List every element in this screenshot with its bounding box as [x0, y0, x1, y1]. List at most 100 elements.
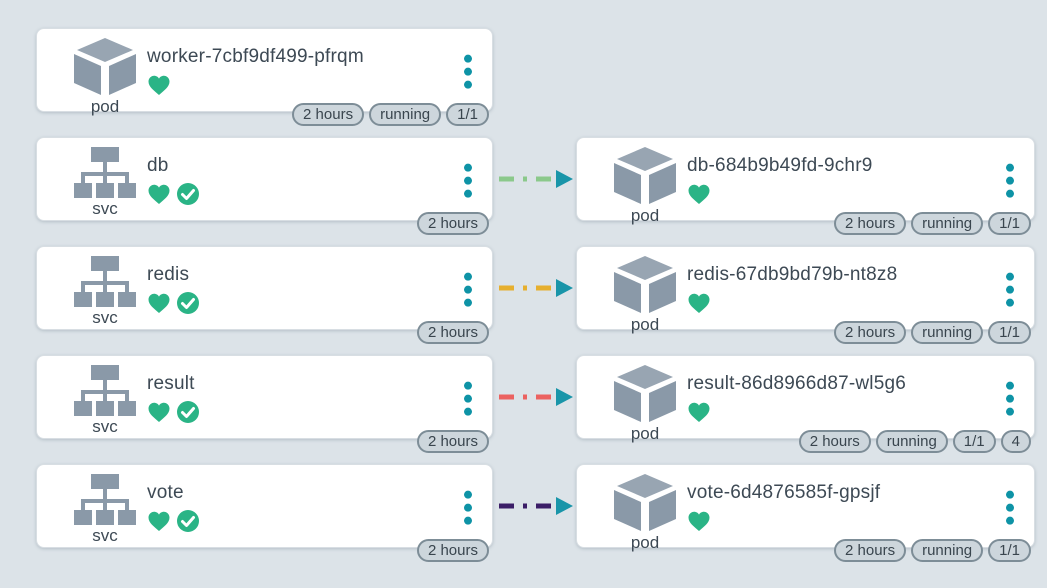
kebab-menu-button[interactable] — [1002, 160, 1018, 202]
resource-kind-label: pod — [630, 533, 660, 552]
resource-kind-label: pod — [630, 424, 660, 443]
restart-count-badge: 4 — [1000, 430, 1031, 453]
resource-title: result-86d8966d87-wl5g6 — [687, 373, 907, 394]
status-badge: running — [911, 321, 984, 344]
resource-title: result — [147, 373, 195, 394]
resource-icon-column: svc — [59, 256, 151, 327]
health-heart-icon — [148, 511, 170, 531]
card-content: result-86d8966d87-wl5g6 — [687, 373, 906, 424]
ready-check-icon — [176, 291, 200, 315]
service-icon — [74, 147, 136, 198]
card-content: vote-6d4876585f-gpsjf — [687, 482, 880, 533]
service-icon — [74, 365, 136, 416]
resource-kind-label: pod — [630, 315, 660, 334]
node-card-vote-svc[interactable]: svc vote 2 hours — [36, 464, 493, 562]
badge-row: 2 hours running 1/1 — [834, 539, 1031, 562]
edge-db-svc-to-pod — [499, 170, 573, 188]
node-card-result-svc[interactable]: svc result 2 hours — [36, 355, 493, 453]
node-card-db-pod[interactable]: pod db-684b9b49fd-9chr9 2 hours running … — [576, 137, 1035, 235]
service-icon — [74, 256, 136, 307]
edge-redis-svc-to-pod — [499, 279, 573, 297]
resource-kind-label: svc — [92, 417, 118, 436]
health-row — [147, 400, 200, 424]
ready-badge: 1/1 — [988, 321, 1031, 344]
age-badge: 2 hours — [416, 212, 489, 235]
pod-icon — [614, 256, 676, 313]
edge-vote-svc-to-pod — [499, 497, 573, 515]
badge-row: 2 hours — [416, 430, 489, 453]
resource-icon-column: pod — [599, 147, 691, 225]
status-badge: running — [911, 212, 984, 235]
node-card-worker-pod[interactable]: pod worker-7cbf9df499-pfrqm 2 hours runn… — [36, 28, 493, 126]
ready-check-icon — [176, 400, 200, 424]
card-content: worker-7cbf9df499-pfrqm — [147, 46, 364, 97]
ready-badge: 1/1 — [988, 212, 1031, 235]
age-badge: 2 hours — [834, 539, 907, 562]
node-card-redis-pod[interactable]: pod redis-67db9bd79b-nt8z8 2 hours runni… — [576, 246, 1035, 344]
kebab-menu-button[interactable] — [460, 51, 476, 93]
health-row — [687, 182, 873, 206]
health-heart-icon — [688, 511, 710, 531]
ready-badge: 1/1 — [446, 103, 489, 126]
status-badge: running — [369, 103, 442, 126]
card-content: db-684b9b49fd-9chr9 — [687, 155, 873, 206]
resource-kind-label: svc — [92, 199, 118, 218]
pod-icon — [74, 38, 136, 95]
card-content: vote — [147, 482, 200, 533]
resource-title: redis — [147, 264, 190, 285]
badge-row: 2 hours — [416, 212, 489, 235]
health-row — [147, 509, 200, 533]
resource-title: worker-7cbf9df499-pfrqm — [147, 46, 364, 67]
pod-icon — [614, 365, 676, 422]
resource-title: db — [147, 155, 169, 176]
arrowhead-icon — [556, 388, 573, 406]
resource-title: vote-6d4876585f-gpsjf — [687, 482, 881, 503]
node-card-redis-svc[interactable]: svc redis 2 hours — [36, 246, 493, 344]
age-badge: 2 hours — [834, 321, 907, 344]
resource-kind-label: svc — [92, 526, 118, 545]
resource-icon-column: svc — [59, 474, 151, 545]
resource-kind-label: pod — [630, 206, 660, 225]
health-heart-icon — [148, 402, 170, 422]
badge-row: 2 hours running 1/1 4 — [798, 430, 1031, 453]
resource-kind-label: svc — [92, 308, 118, 327]
ready-badge: 1/1 — [952, 430, 996, 453]
badge-row: 2 hours running 1/1 — [292, 103, 489, 126]
health-heart-icon — [688, 402, 710, 422]
node-card-db-svc[interactable]: svc db 2 hours — [36, 137, 493, 235]
badge-row: 2 hours — [416, 539, 489, 562]
resource-icon-column: pod — [599, 474, 691, 552]
resource-icon-column: svc — [59, 365, 151, 436]
resource-title: db-684b9b49fd-9chr9 — [687, 155, 873, 176]
age-badge: 2 hours — [798, 430, 871, 453]
card-content: redis-67db9bd79b-nt8z8 — [687, 264, 897, 315]
health-heart-icon — [148, 184, 170, 204]
kebab-menu-button[interactable] — [460, 378, 476, 420]
node-card-result-pod[interactable]: pod result-86d8966d87-wl5g6 2 hours runn… — [576, 355, 1035, 453]
badge-row: 2 hours running 1/1 — [834, 321, 1031, 344]
health-row — [147, 73, 364, 97]
ready-check-icon — [176, 509, 200, 533]
kebab-menu-button[interactable] — [1002, 487, 1018, 529]
kebab-menu-button[interactable] — [460, 487, 476, 529]
health-row — [147, 182, 200, 206]
resource-icon-column: pod — [59, 38, 151, 116]
kebab-menu-button[interactable] — [1002, 269, 1018, 311]
age-badge: 2 hours — [416, 430, 489, 453]
kebab-menu-button[interactable] — [460, 160, 476, 202]
health-row — [147, 291, 200, 315]
age-badge: 2 hours — [416, 539, 489, 562]
health-row — [687, 509, 880, 533]
kebab-menu-button[interactable] — [1002, 378, 1018, 420]
resource-title: redis-67db9bd79b-nt8z8 — [687, 264, 898, 285]
badge-row: 2 hours running 1/1 — [834, 212, 1031, 235]
node-card-vote-pod[interactable]: pod vote-6d4876585f-gpsjf 2 hours runnin… — [576, 464, 1035, 562]
resource-title: vote — [147, 482, 184, 503]
badge-row: 2 hours — [416, 321, 489, 344]
arrowhead-icon — [556, 170, 573, 188]
pod-icon — [614, 474, 676, 531]
edge-result-svc-to-pod — [499, 388, 573, 406]
age-badge: 2 hours — [416, 321, 489, 344]
kebab-menu-button[interactable] — [460, 269, 476, 311]
